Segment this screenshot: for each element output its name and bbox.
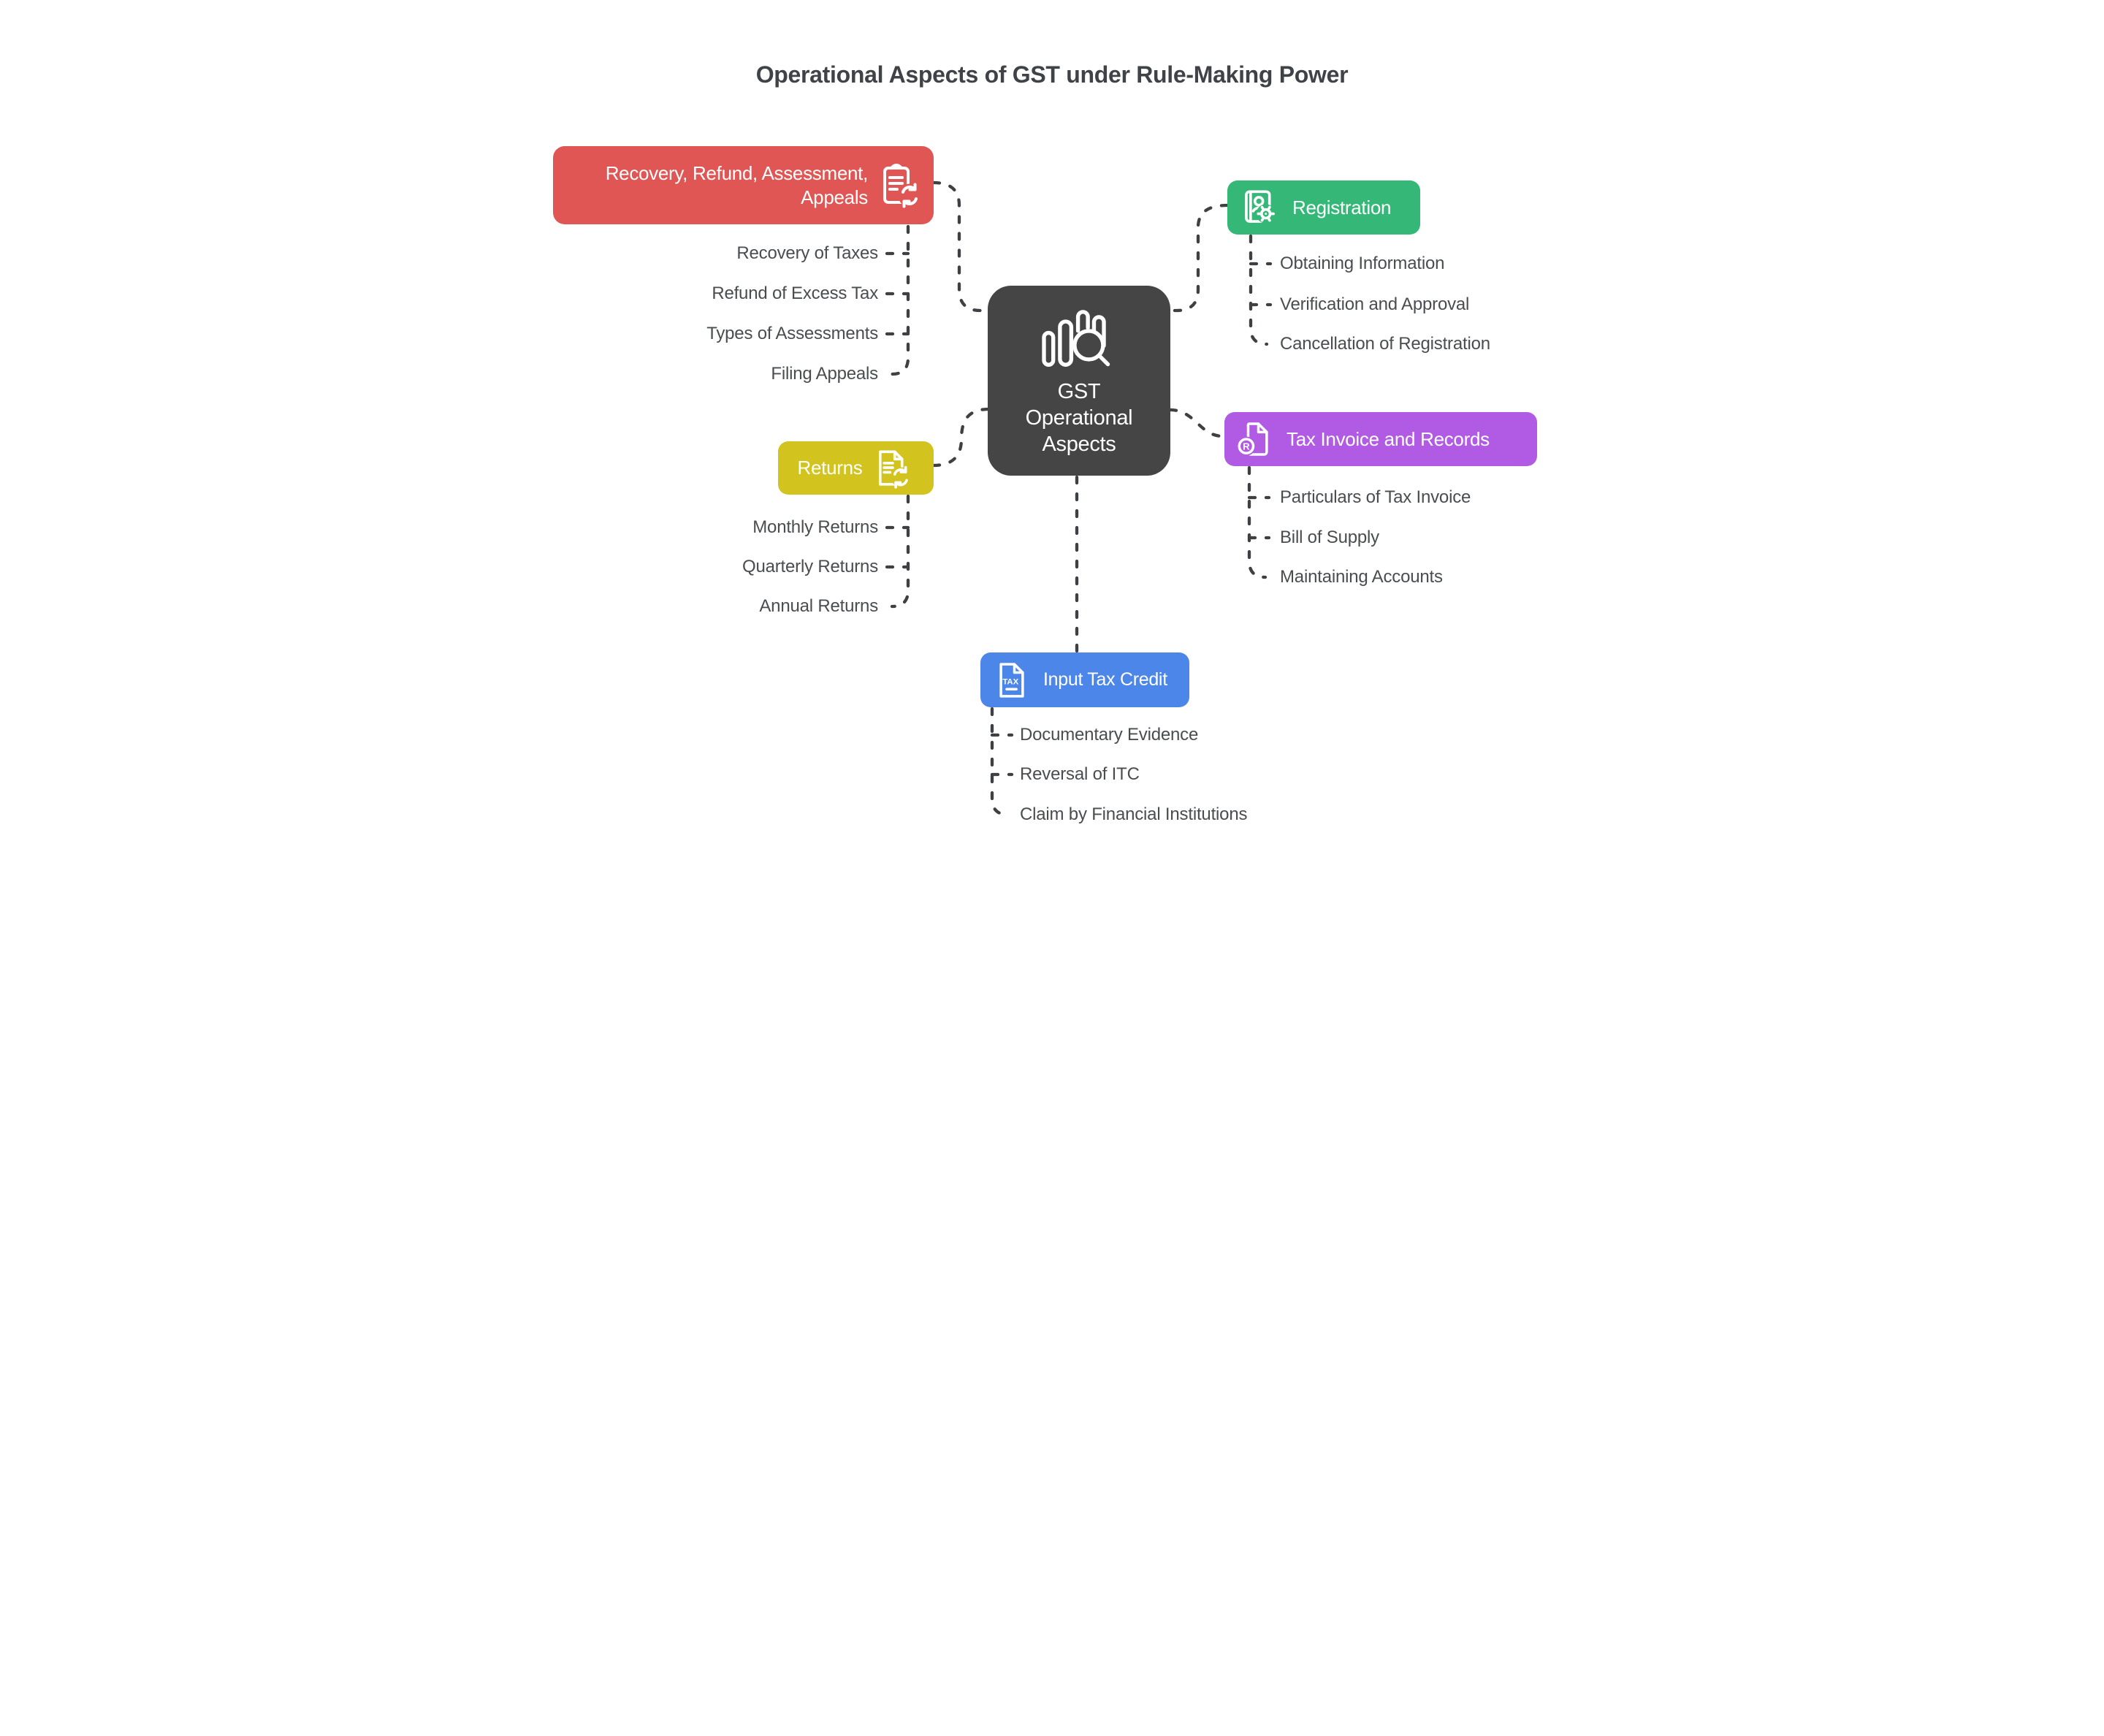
- diagram-title: Operational Aspects of GST under Rule-Ma…: [755, 61, 1349, 88]
- branch-label-tax-invoice: Tax Invoice and Records: [1287, 427, 1490, 450]
- center-node-label: GST Operational Aspects: [1026, 378, 1133, 457]
- leaf-bill-of-supply: Bill of Supply: [1280, 528, 1379, 547]
- leaf-quarterly-returns: Quarterly Returns: [742, 557, 878, 576]
- branch-node-recovery-refund-assessment-appeals: Recovery, Refund, Assessment, Appeals: [553, 146, 934, 224]
- leaf-cancellation-of-registration: Cancellation of Registration: [1280, 334, 1490, 354]
- rupee-letter: R: [1243, 441, 1250, 452]
- branch-label-recovery: Recovery, Refund, Assessment, Appeals: [605, 161, 869, 210]
- bar-chart-magnifier-icon: [1042, 310, 1110, 367]
- leaf-verification-and-approval: Verification and Approval: [1280, 294, 1470, 314]
- leaf-monthly-returns: Monthly Returns: [752, 517, 878, 537]
- leaf-recovery-of-taxes: Recovery of Taxes: [736, 243, 878, 263]
- leaf-documentary-evidence: Documentary Evidence: [1020, 725, 1199, 745]
- connector-recovery-to-center: [931, 180, 991, 313]
- leaf-maintaining-accounts: Maintaining Accounts: [1280, 567, 1443, 587]
- gst-mindmap-canvas: Operational Aspects of GST under Rule-Ma…: [526, 0, 1578, 868]
- branch-node-input-tax-credit: TAX Input Tax Credit: [980, 652, 1189, 707]
- branch-node-registration: Registration: [1227, 180, 1420, 235]
- branch-node-tax-invoice-and-records: R Tax Invoice and Records: [1224, 412, 1537, 466]
- branch-label-returns: Returns: [797, 457, 863, 479]
- connector-lines: [885, 180, 1273, 817]
- leaf-types-of-assessments: Types of Assessments: [706, 324, 878, 343]
- leaf-obtaining-information: Obtaining Information: [1280, 254, 1445, 273]
- connector-taxinvoice-items-spine: [1247, 465, 1268, 579]
- connector-taxinvoice-to-center: [1168, 408, 1225, 438]
- document-sync-icon: [879, 450, 912, 489]
- connector-inputtaxcredit-items-spine: [990, 707, 1010, 817]
- leaf-annual-returns: Annual Returns: [759, 596, 878, 616]
- leaf-filing-appeals: Filing Appeals: [771, 364, 878, 384]
- connector-registration-to-center: [1167, 203, 1230, 313]
- connector-registration-items-spine: [1249, 234, 1269, 346]
- clipboard-sync-icon: [883, 163, 922, 208]
- leaf-claim-by-financial-institutions: Claim by Financial Institutions: [1020, 804, 1248, 824]
- connector-returns-to-center: [931, 407, 991, 468]
- branch-label-recovery-line1: Recovery, Refund, Assessment,: [605, 161, 869, 184]
- center-node-gst-operational-aspects: GST Operational Aspects: [988, 286, 1170, 476]
- center-node-line1: GST: [1057, 380, 1101, 403]
- branch-label-recovery-line2: Appeals: [801, 186, 868, 208]
- center-node-line3: Aspects: [1042, 433, 1116, 456]
- leaf-reversal-of-itc: Reversal of ITC: [1020, 764, 1140, 784]
- tax-letters: TAX: [1002, 677, 1018, 686]
- leaf-refund-of-excess-tax: Refund of Excess Tax: [712, 283, 878, 303]
- tax-document-icon: TAX: [999, 662, 1024, 698]
- invoice-rupee-icon: R: [1236, 422, 1268, 456]
- leaf-particulars-of-tax-invoice: Particulars of Tax Invoice: [1280, 487, 1471, 507]
- contact-book-gear-icon: [1245, 190, 1276, 224]
- connector-recovery-items-spine: [890, 224, 910, 376]
- branch-label-registration: Registration: [1292, 196, 1392, 218]
- connector-returns-items-spine: [890, 494, 910, 609]
- branch-node-returns: Returns: [778, 441, 934, 495]
- branch-label-input-tax-credit: Input Tax Credit: [1043, 669, 1167, 690]
- center-node-line2: Operational: [1025, 406, 1133, 430]
